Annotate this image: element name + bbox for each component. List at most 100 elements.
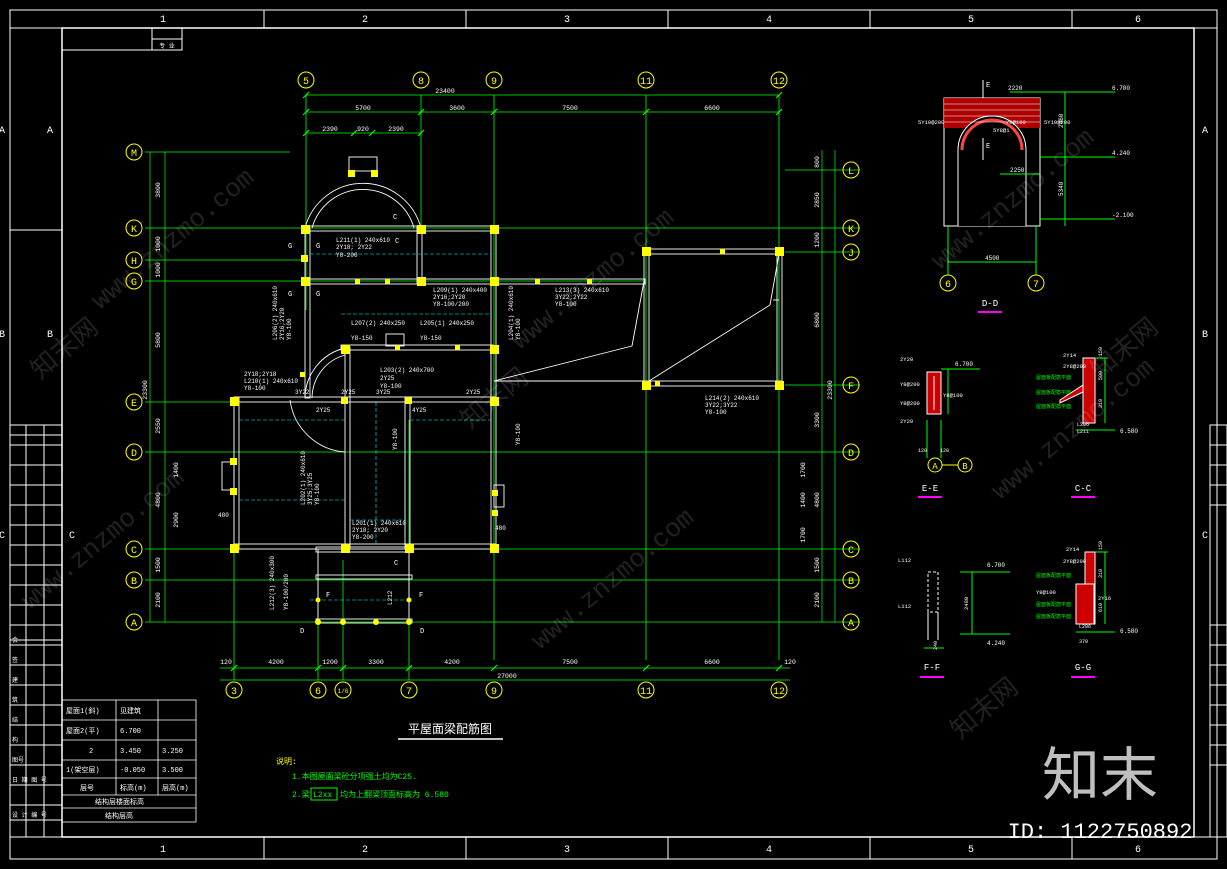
axis-label: K	[131, 225, 137, 236]
axis-label: M	[131, 149, 137, 160]
row-letter: A	[1202, 126, 1208, 137]
dim-text: 6600	[704, 105, 720, 112]
right-signature-strip	[1209, 424, 1227, 838]
watermarks: www.znzmo.com 知末网 www.znzmo.com 知末网 www.…	[16, 123, 1165, 746]
ee-axis: B	[962, 462, 968, 472]
beam-label: Y8-100	[515, 423, 522, 445]
axis-label: 3	[231, 687, 237, 698]
col-num: 6	[1135, 845, 1141, 856]
watermark-cn: 知末网	[945, 672, 1025, 746]
table-cell: 6.700	[120, 728, 141, 736]
cut-marker: G	[316, 243, 320, 251]
dim-text: 4800	[155, 492, 162, 508]
gg-label: L206	[1079, 624, 1091, 630]
beam-label: Y8-200	[352, 534, 374, 541]
axis-bubble-labels-right: L K J F D C B A	[848, 167, 854, 630]
cc-elev: 6.580	[1120, 428, 1138, 435]
dd-elev: 6.700	[1112, 85, 1130, 92]
cc-label: L206	[1077, 422, 1089, 428]
title-tag-box: 专 业	[61, 27, 183, 51]
gg-label: 屋面板配筋平面	[1036, 613, 1071, 620]
cut-marker: F	[326, 592, 330, 600]
cut-marker: C	[395, 238, 399, 246]
gg-elev: 6.580	[1120, 628, 1138, 635]
axis-label: E	[131, 399, 137, 410]
dim-text: 2900	[173, 512, 180, 528]
table-caption: 结构层楼面标高	[95, 797, 144, 807]
cc-label: 屋面板配筋平面	[1036, 403, 1071, 410]
axis-label: F	[848, 382, 854, 393]
floor-table-text: 屋面1(斜) 见建筑 屋面2(平) 6.700 2 3.450 3.250 1(…	[66, 706, 189, 821]
section-cc: 2Y14 2Y8@200 屋面板配筋平面 屋面板配筋平面 屋面板配筋平面 L20…	[1036, 347, 1138, 498]
dim-text: 1400	[173, 462, 180, 478]
beam-label: 2Y18;2Y18	[244, 371, 277, 378]
dim-text: 120	[220, 659, 232, 666]
dim-text: 2850	[814, 192, 821, 208]
ff-dim: 2480	[963, 597, 970, 610]
col-num: 5	[968, 15, 974, 26]
beam-label: Y8-100	[314, 483, 321, 505]
cc-label: 2Y8@200	[1063, 363, 1086, 370]
beam-label: Y8-150	[351, 335, 373, 342]
small-label: 2Y25	[341, 389, 356, 396]
dim-text: 1400	[800, 492, 807, 508]
plan-title: 平屋面梁配筋图	[408, 721, 492, 737]
gg-label: 2Y14	[1066, 546, 1080, 553]
dim-text: 120	[784, 659, 796, 666]
dim-text: 7500	[562, 659, 578, 666]
dim-text: 3300	[368, 659, 384, 666]
small-label: 3Y25	[376, 389, 391, 396]
strip-label: 会	[12, 636, 18, 644]
cut-marker: G	[316, 291, 320, 299]
table-cell: 屋面2(平)	[66, 727, 100, 736]
axis-bubbles-bottom	[225, 681, 788, 699]
notes-heading: 说明:	[276, 756, 297, 767]
row-letter: C	[69, 531, 75, 542]
dim-text: 800	[814, 156, 821, 168]
axis-label: D	[848, 449, 854, 460]
dd-label: 5Y10@200	[918, 119, 944, 126]
dim-text: 1700	[800, 527, 807, 543]
axis-label: A	[848, 619, 854, 630]
gg-dim: 310	[1098, 569, 1104, 578]
beam-label: 2Y25	[380, 375, 395, 382]
table-cell: 1(架空层)	[66, 765, 100, 775]
dim-text: 4200	[444, 659, 460, 666]
ee-axis: A	[932, 462, 938, 472]
dimension-texts: 23400 5700 3600 7500 6600 2390 920 2390 …	[220, 88, 796, 680]
axis-bubbles-top	[297, 71, 788, 89]
axis-label: 12	[773, 77, 785, 88]
beam-label: Y8-100	[392, 428, 399, 450]
axis-label: 9	[491, 687, 497, 698]
ff-elev: 6.700	[987, 562, 1005, 569]
ee-label: 2Y20	[900, 356, 913, 363]
beam-annotations: L211(1) 240x610 2Y18; 2Y22 Y8-200 L209(1…	[244, 237, 759, 610]
dd-label: Y8@100	[1006, 119, 1026, 126]
cc-dim: 500	[1098, 371, 1104, 380]
dimension-lines	[149, 94, 836, 681]
small-label: 480	[218, 512, 229, 519]
ff-dim: 240	[933, 641, 939, 650]
ff-elev: 4.240	[987, 640, 1005, 647]
dim-text: 5800	[155, 332, 162, 348]
axis-bubble-labels-top: 5 8 9 11 12	[303, 77, 785, 88]
beam-label: Y8-100/200	[433, 301, 469, 308]
dim-text: 6800	[814, 312, 821, 328]
dim-text: 2390	[388, 126, 404, 133]
cc-label: 屋面板配筋平面	[1036, 389, 1071, 396]
notes-line1: 1.本图屋面梁砼分项强土均为C25.	[292, 771, 417, 782]
frame-tick-marks	[10, 10, 1073, 859]
watermark-site: www.znzmo.com	[16, 463, 191, 616]
beam-label: Y8-100	[555, 301, 577, 308]
floor-table	[61, 699, 197, 823]
axis-label: G	[131, 278, 137, 289]
col-num: 4	[766, 845, 772, 856]
dim-text: 2100	[814, 592, 821, 608]
dd-dim: 2250	[1010, 167, 1025, 174]
dim-text: 23300	[142, 380, 149, 400]
gg-title: G-G	[1075, 663, 1091, 673]
beam-label: 2Y16;2Y20	[433, 294, 466, 301]
table-caption: 结构层高	[105, 811, 133, 821]
dim-text: 5700	[355, 105, 371, 112]
beam-label: L201(1) 240x610	[352, 520, 406, 527]
